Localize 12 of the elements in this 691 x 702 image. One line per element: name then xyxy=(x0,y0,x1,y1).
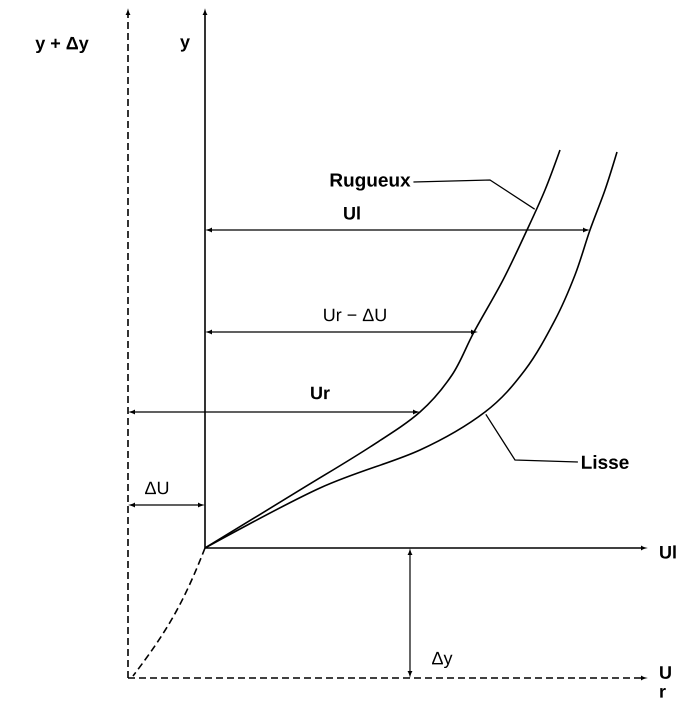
axis-label: U r xyxy=(660,666,671,698)
leader-line xyxy=(485,414,578,463)
axis-label: y + Δy xyxy=(35,36,89,54)
dimension-label: ΔU xyxy=(145,482,168,494)
dimension-label: Ur − ΔU xyxy=(324,308,386,322)
leader-line xyxy=(413,179,536,210)
dimension-label: Ul xyxy=(344,206,360,220)
axis-label: Ul xyxy=(660,545,676,559)
dimension-label: Ur xyxy=(311,386,330,400)
axis-label: y xyxy=(180,38,190,52)
curve-label: Lisse xyxy=(582,455,629,469)
dimension-label: Δy xyxy=(432,652,452,668)
